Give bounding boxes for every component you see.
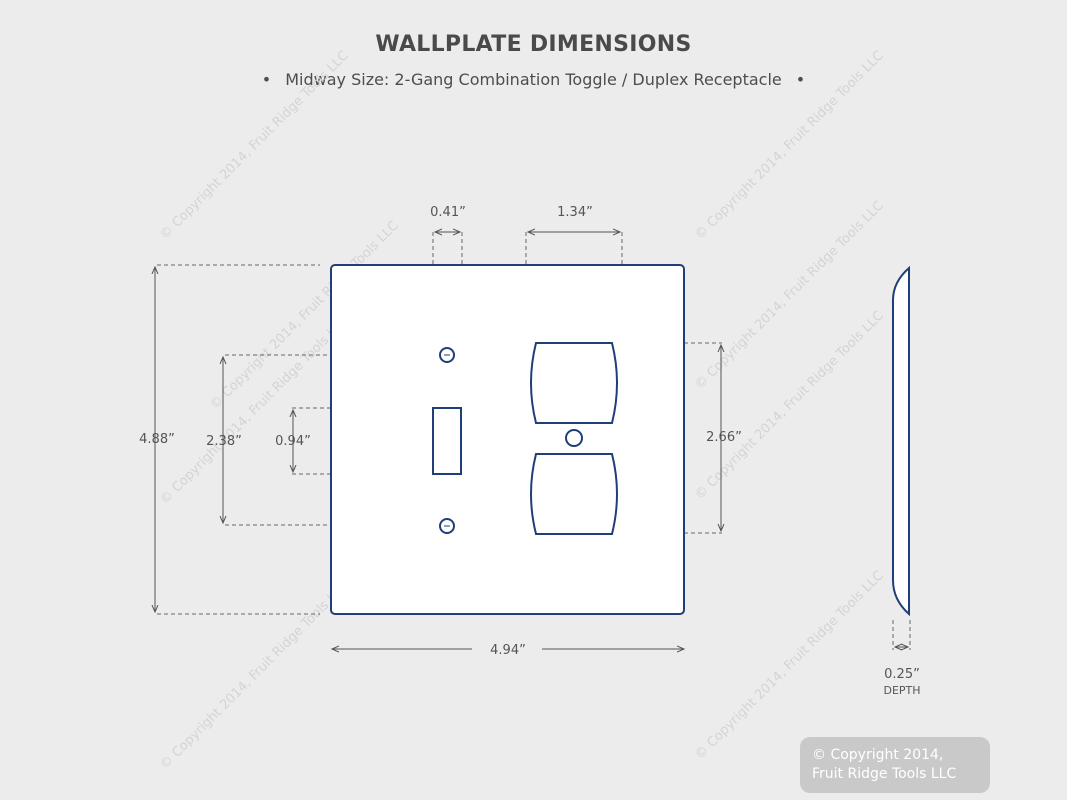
receptacle-opening-bottom	[530, 453, 618, 535]
receptacle-width-label: 1.34”	[557, 205, 593, 220]
watermark-text: © Copyright 2014, Fruit Ridge Tools LLC	[692, 568, 887, 763]
toggle-height-label: 0.94”	[275, 434, 311, 449]
subtitle-text: Midway Size: 2-Gang Combination Toggle /…	[285, 70, 782, 89]
subtitle-bullet-left: •	[261, 70, 272, 89]
wallplate-outline	[330, 264, 685, 615]
subtitle-bullet-right: •	[795, 70, 806, 89]
watermark-text: © Copyright 2014, Fruit Ridge Tools LLC	[157, 578, 352, 773]
receptacle-opening-top	[530, 342, 618, 424]
screw-spacing-label: 2.38”	[206, 434, 242, 449]
wallplate-side-profile	[892, 265, 910, 617]
plate-width-label: 4.94”	[490, 643, 526, 658]
depth-label: DEPTH	[883, 684, 920, 697]
watermark-text: © Copyright 2014, Fruit Ridge Tools LLC	[157, 48, 352, 243]
copyright-box: © Copyright 2014, Fruit Ridge Tools LLC	[800, 737, 990, 793]
dimension-lines	[155, 232, 908, 649]
watermark-text: © Copyright 2014, Fruit Ridge Tools LLC	[692, 48, 887, 243]
copyright-line-1: © Copyright 2014,	[812, 747, 944, 763]
receptacle-height-label: 2.66”	[706, 430, 742, 445]
toggle-opening	[432, 407, 462, 475]
copyright-line-2: Fruit Ridge Tools LLC	[812, 766, 957, 782]
page-subtitle: • Midway Size: 2-Gang Combination Toggle …	[0, 70, 1067, 89]
depth-value-label: 0.25”	[884, 667, 920, 682]
plate-height-label: 4.88”	[139, 432, 175, 447]
wallplate-front	[330, 264, 685, 615]
watermark-text: © Copyright 2014, Fruit Ridge Tools LLC	[157, 313, 352, 508]
page-title: WALLPLATE DIMENSIONS	[375, 32, 692, 57]
center-screw-hole	[565, 429, 583, 447]
toggle-width-label: 0.41”	[430, 205, 466, 220]
